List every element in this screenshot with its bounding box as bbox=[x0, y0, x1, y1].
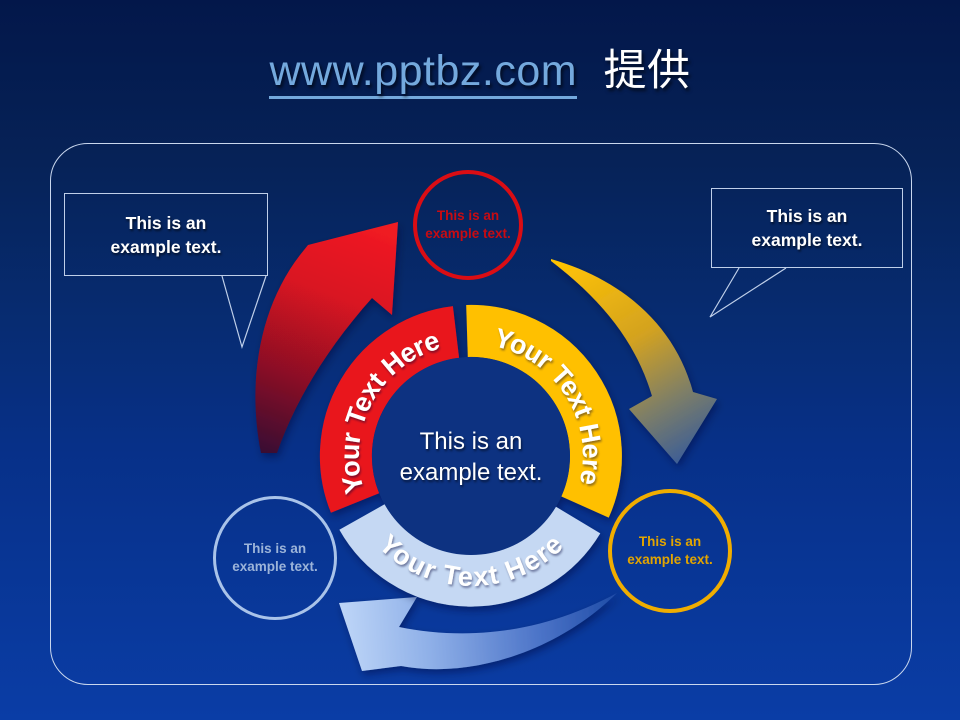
callout-right-line1: This is an bbox=[766, 206, 848, 226]
circle-badge-red-line2: example text. bbox=[425, 226, 511, 241]
website-link[interactable]: www.pptbz.com bbox=[269, 47, 578, 99]
circle-badge-gold: This is an example text. bbox=[608, 489, 732, 613]
ring-segment-pale-blue bbox=[339, 503, 601, 607]
circle-badge-blue-line2: example text. bbox=[232, 559, 318, 574]
callout-right-line2: example text. bbox=[751, 230, 863, 250]
red-curved-arrow bbox=[255, 222, 398, 453]
circle-badge-blue: This is an example text. bbox=[213, 496, 337, 620]
callout-left-tail bbox=[221, 275, 267, 350]
callout-box-right: This is an example text. bbox=[711, 188, 903, 268]
content-frame-border bbox=[50, 143, 912, 685]
gold-curved-arrow bbox=[551, 259, 717, 464]
callout-right-tail bbox=[709, 267, 787, 318]
center-text-line2: example text. bbox=[399, 459, 543, 486]
center-text-line1: This is an bbox=[419, 428, 523, 455]
center-placeholder-text: This is an example text. bbox=[361, 414, 581, 500]
circle-badge-gold-line1: This is an bbox=[638, 534, 702, 549]
page-title: www.pptbz.com 提供 bbox=[0, 36, 960, 99]
blue-curved-arrow bbox=[339, 593, 617, 671]
callout-left-line1: This is an bbox=[125, 212, 207, 233]
circle-badge-gold-line2: example text. bbox=[627, 552, 713, 567]
callout-box-left: This is an example text. bbox=[64, 193, 268, 276]
circle-badge-red: This is an example text. bbox=[413, 170, 523, 280]
callout-left-line2: example text. bbox=[110, 236, 222, 257]
ring-segment-red bbox=[319, 306, 460, 513]
title-suffix-text: 提供 bbox=[603, 47, 691, 95]
circle-badge-red-line1: This is an bbox=[436, 208, 500, 223]
ring-segment-gold bbox=[466, 304, 622, 518]
ring-center-disc bbox=[372, 357, 570, 555]
circle-badge-blue-line1: This is an bbox=[243, 541, 307, 556]
